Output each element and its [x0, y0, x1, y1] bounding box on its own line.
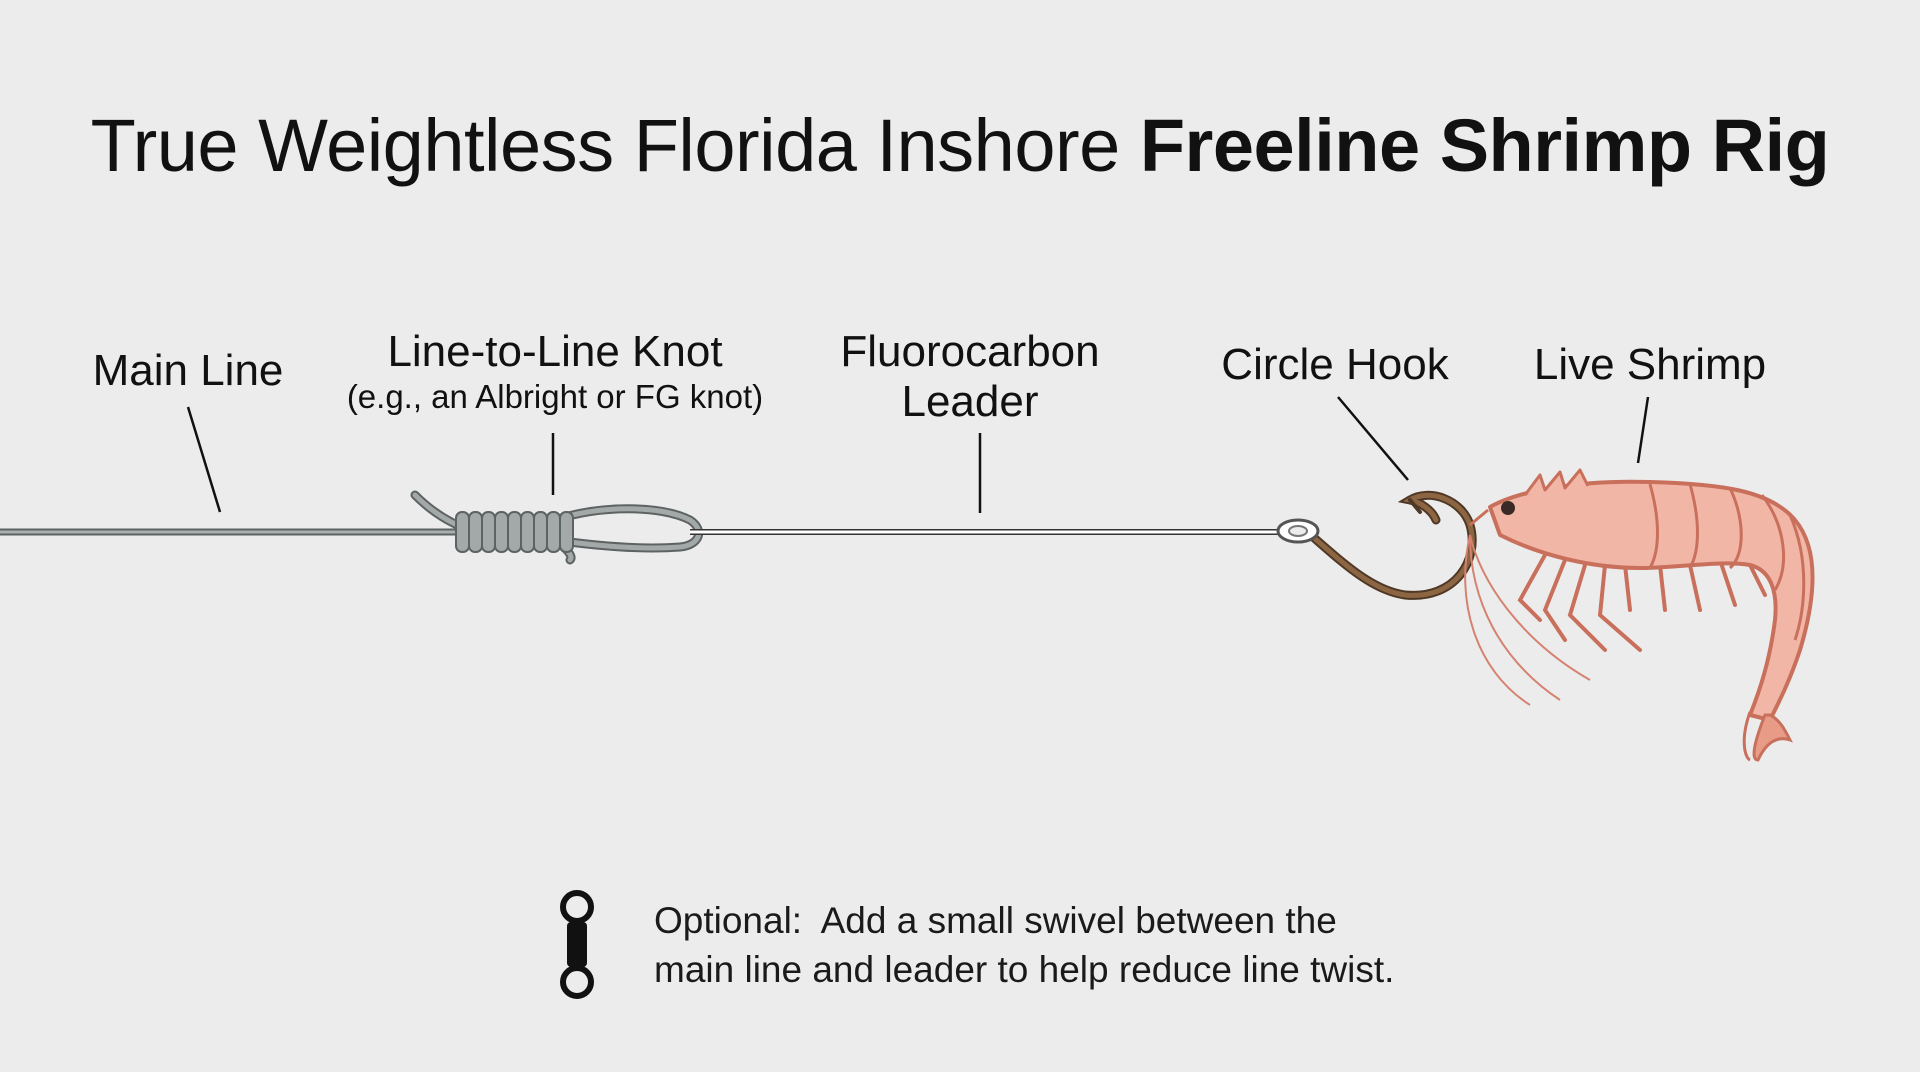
label-main-line: Main Line: [92, 346, 284, 395]
callout-lines: [186, 396, 1650, 513]
callout-shrimp: [1636, 396, 1650, 464]
label-knot-title: Line-to-Line Knot: [387, 327, 723, 376]
label-knot: Line-to-Line Knot (e.g., an Albright or …: [330, 327, 780, 417]
page-title: True Weightless Florida Inshore Freeline…: [0, 104, 1920, 188]
label-leader: Fluorocarbon Leader: [810, 327, 1130, 427]
label-leader-line2: Leader: [901, 377, 1039, 426]
label-knot-example: (e.g., an Albright or FG knot): [346, 378, 764, 415]
note-line-1: Optional: Add a small swivel between the: [654, 900, 1337, 941]
shrimp-icon: [1464, 468, 1815, 762]
circle-hook-icon: [1276, 490, 1477, 600]
callout-hook: [1337, 396, 1409, 481]
coiled-knot-icon: [410, 490, 704, 565]
title-normal: True Weightless Florida Inshore: [90, 104, 1140, 187]
callout-main-line: [186, 406, 222, 513]
label-hook: Circle Hook: [1221, 340, 1449, 389]
swivel-icon: [560, 890, 594, 999]
title-bold: Freeline Shrimp Rig: [1139, 104, 1830, 187]
note-line-2: main line and leader to help reduce line…: [654, 949, 1395, 990]
label-shrimp: Live Shrimp: [1533, 340, 1767, 389]
optional-note: Optional: Add a small swivel between the…: [654, 896, 1754, 994]
label-leader-line1: Fluorocarbon: [840, 327, 1100, 376]
